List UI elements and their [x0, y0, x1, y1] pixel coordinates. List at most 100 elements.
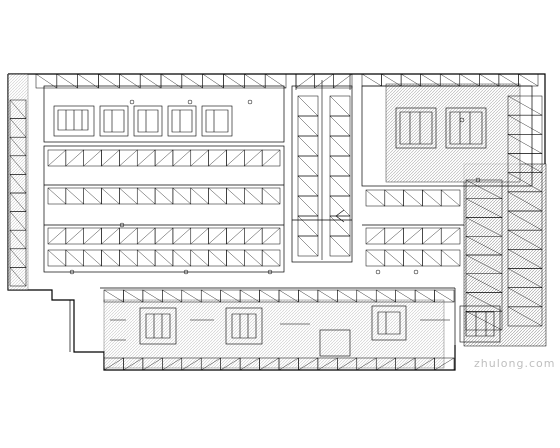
parking-stalls	[9, 73, 543, 371]
parking-stall-mark	[181, 289, 202, 303]
parking-stall-mark	[137, 187, 156, 205]
parking-stall-mark	[329, 95, 351, 117]
parking-stall-mark	[329, 115, 351, 137]
parking-stall-mark	[259, 357, 280, 371]
parking-stall-mark	[401, 73, 421, 87]
parking-stall-mark	[329, 135, 351, 157]
parking-stall-mark	[507, 210, 543, 231]
parking-stall-mark	[119, 149, 138, 167]
parking-stall-mark	[226, 187, 245, 205]
parking-stall-mark	[422, 189, 442, 207]
parking-stall-mark	[65, 249, 84, 267]
parking-stall-mark	[101, 227, 120, 245]
parking-stall-mark	[441, 249, 461, 267]
parking-stall-mark	[162, 357, 182, 371]
parking-stall-mark	[172, 149, 191, 167]
parking-stall-mark	[162, 289, 182, 303]
parking-stall-mark	[376, 357, 396, 371]
parking-stall-mark	[297, 115, 319, 137]
parking-stall-mark	[262, 227, 281, 245]
parking-stall-mark	[507, 306, 543, 327]
parking-stall-mark	[9, 137, 27, 156]
parking-stall	[333, 73, 353, 89]
parking-stall-mark	[101, 249, 120, 267]
parking-stall-mark	[244, 187, 263, 205]
parking-stall-mark	[403, 227, 423, 245]
parking-stall-mark	[297, 215, 319, 237]
parking-stall-mark	[465, 217, 503, 237]
parking-stall-mark	[440, 73, 460, 87]
parking-stall-mark	[376, 289, 396, 303]
parking-stall-mark	[9, 248, 27, 268]
parking-stall	[9, 267, 27, 287]
parking-stall-mark	[65, 187, 84, 205]
parking-stall-mark	[226, 149, 245, 167]
parking-stall-mark	[297, 175, 319, 197]
parking-stall-mark	[9, 211, 27, 231]
parking-stall-mark	[518, 73, 539, 87]
parking-stall-mark	[9, 118, 27, 138]
parking-stall-mark	[244, 249, 263, 267]
parking-stall-mark	[190, 249, 209, 267]
parking-stall-mark	[220, 357, 241, 371]
parking-stall	[434, 357, 455, 371]
parking-stall-mark	[507, 95, 543, 116]
parking-stall-mark	[142, 357, 163, 371]
parking-stall-mark	[154, 187, 174, 205]
upper-cores	[53, 105, 487, 149]
parking-stall-mark	[172, 187, 191, 205]
parking-stall-mark	[395, 289, 416, 303]
parking-stall-mark	[465, 311, 503, 331]
parking-stall-mark	[434, 289, 455, 303]
parking-stall-mark	[365, 189, 385, 207]
parking-stall-mark	[297, 135, 319, 157]
parking-stall-mark	[172, 227, 191, 245]
parking-stall	[264, 73, 287, 89]
parking-stall-mark	[244, 227, 263, 245]
parking-stall-mark	[403, 249, 423, 267]
parking-stall-mark	[297, 195, 319, 217]
parking-stall-mark	[9, 155, 27, 175]
parking-stall	[297, 235, 319, 257]
parking-stall-mark	[190, 227, 209, 245]
parking-stall-mark	[298, 289, 318, 303]
parking-stall-mark	[422, 227, 442, 245]
parking-stall-mark	[441, 227, 461, 245]
parking-stall-mark	[154, 149, 174, 167]
parking-stall-mark	[101, 149, 120, 167]
parking-stall-mark	[154, 227, 174, 245]
parking-stall-mark	[361, 73, 382, 87]
parking-stall-mark	[465, 292, 503, 312]
parking-stall-mark	[190, 187, 209, 205]
parking-stall-mark	[47, 249, 66, 267]
parking-stall-mark	[47, 227, 66, 245]
parking-stall-mark	[65, 227, 84, 245]
parking-stall-mark	[365, 249, 385, 267]
parking-stall-mark	[9, 267, 27, 287]
parking-stall-mark	[119, 249, 138, 267]
parking-stall-mark	[208, 227, 227, 245]
parking-stall-mark	[240, 357, 260, 371]
parking-stall-mark	[507, 172, 543, 193]
parking-stall-mark	[190, 149, 209, 167]
parking-stall-mark	[142, 289, 163, 303]
parking-stall-mark	[317, 357, 338, 371]
parking-stall-mark	[384, 249, 404, 267]
parking-stall-mark	[395, 357, 416, 371]
parking-stall-mark	[123, 357, 143, 371]
parking-stall-mark	[459, 73, 480, 87]
parking-stall-mark	[415, 289, 435, 303]
parking-stall	[440, 249, 461, 267]
parking-stall-mark	[465, 236, 503, 256]
parking-stall-mark	[208, 149, 227, 167]
parking-stall-mark	[181, 357, 202, 371]
parking-stall-mark	[465, 179, 503, 199]
parking-stall-mark	[154, 249, 174, 267]
parking-stall-mark	[103, 357, 124, 371]
parking-stall-mark	[244, 149, 263, 167]
parking-stall-mark	[101, 187, 120, 205]
parking-stall-mark	[498, 73, 519, 87]
parking-stall-mark	[297, 95, 319, 117]
parking-stall-mark	[47, 149, 66, 167]
parking-stall-mark	[201, 357, 221, 371]
